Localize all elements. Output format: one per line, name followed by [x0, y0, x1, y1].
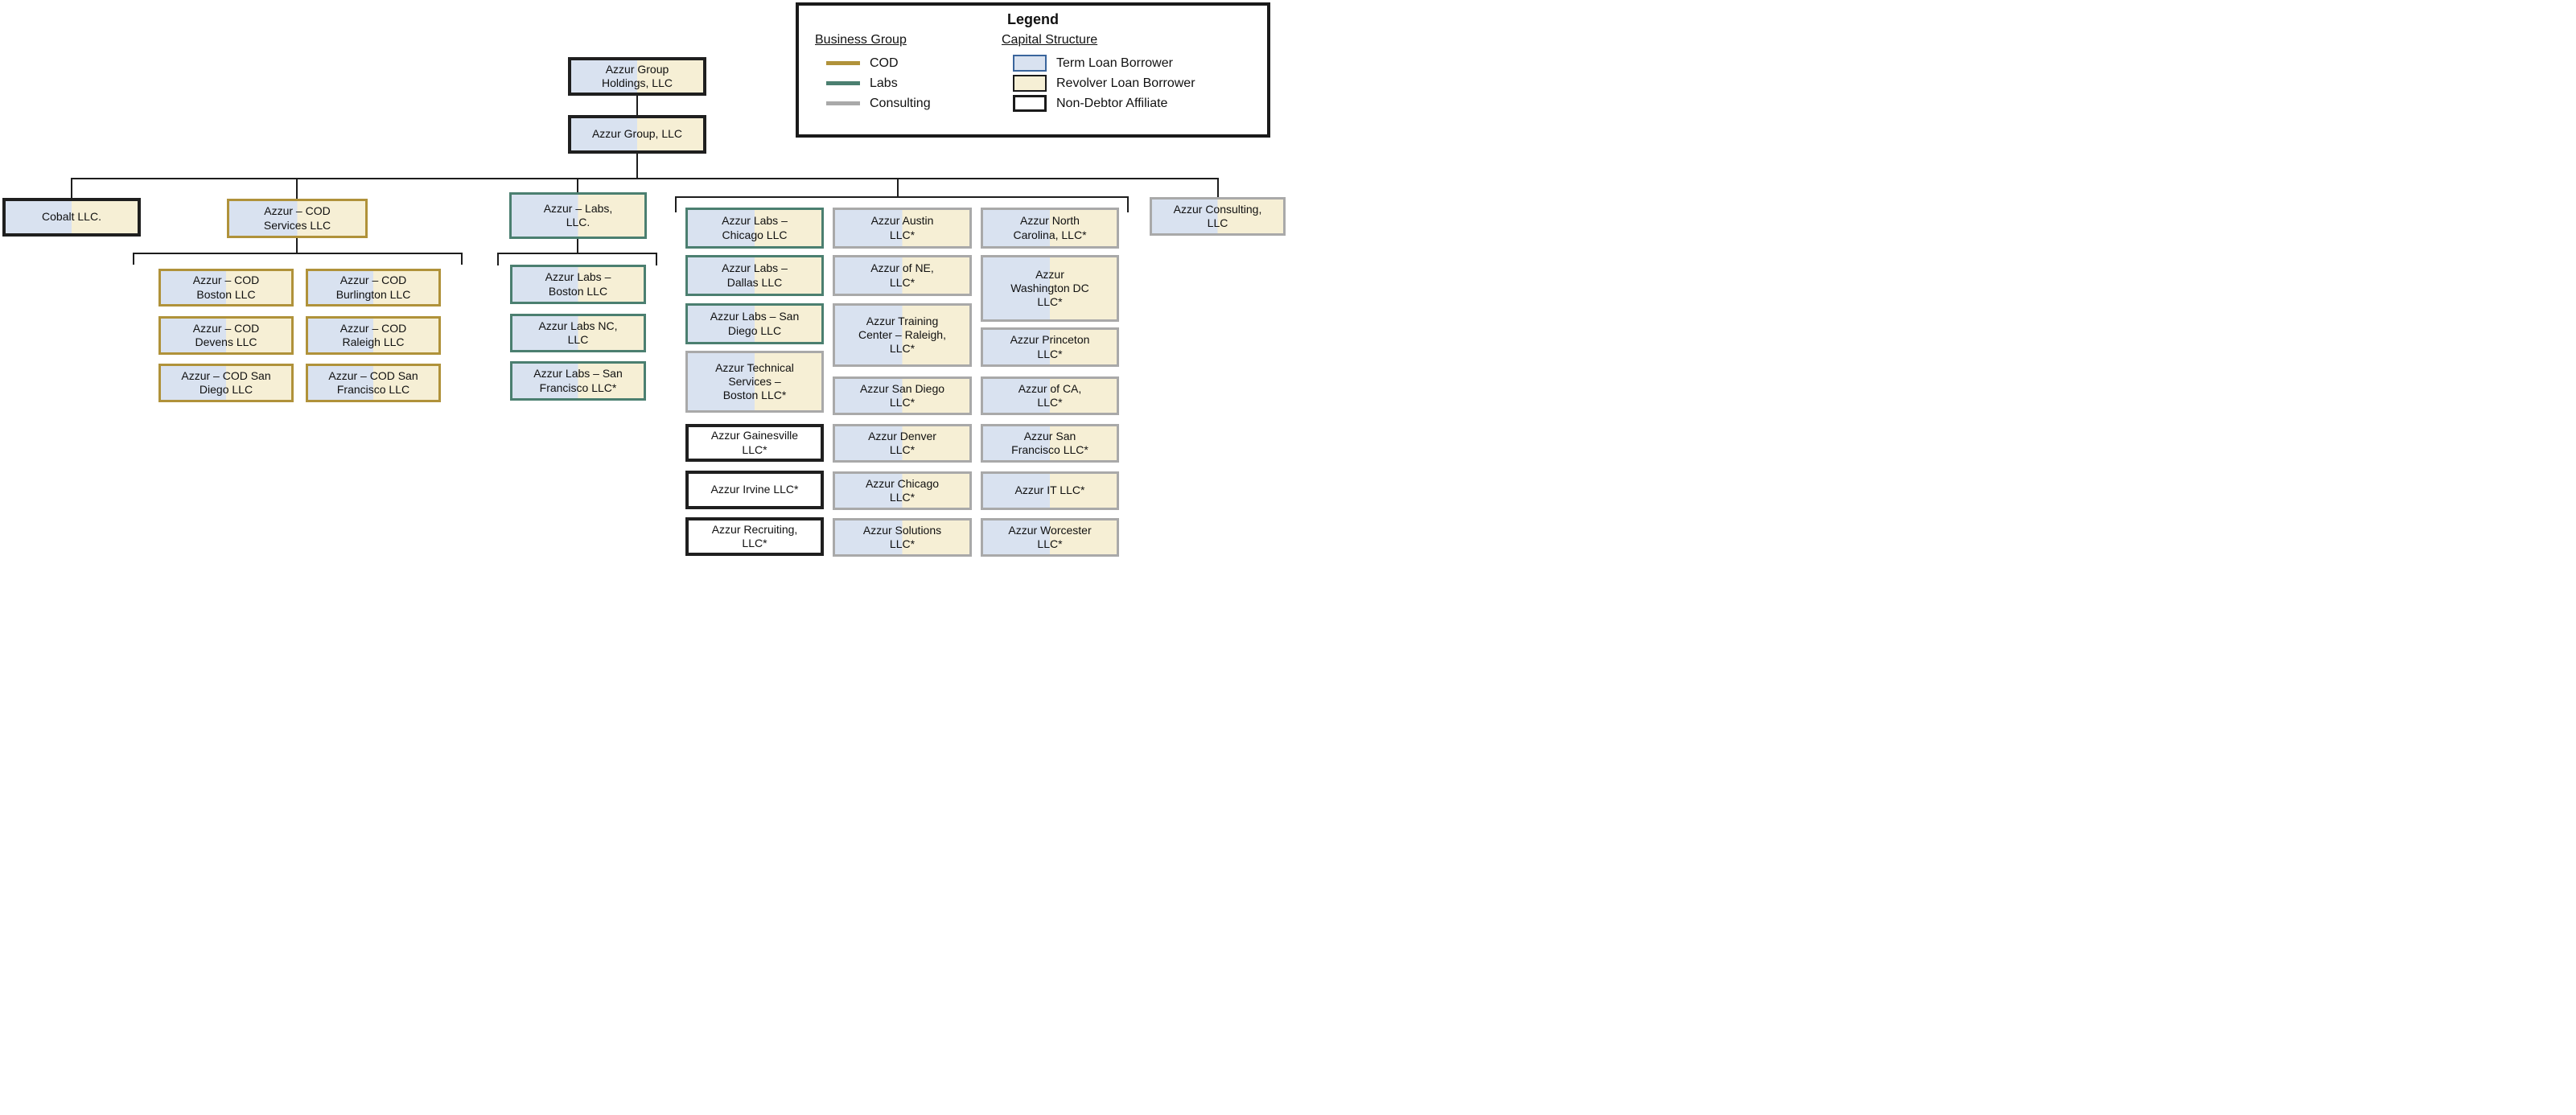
connector-line — [577, 178, 578, 192]
connector-line — [71, 178, 72, 198]
org-node-azzur-consulting: Azzur Consulting, LLC — [1150, 197, 1286, 236]
connector-line — [656, 253, 657, 265]
connector-line — [71, 178, 1219, 179]
org-node-labs-san-francisco: Azzur Labs – San Francisco LLC* — [510, 361, 646, 401]
connector-line — [897, 178, 899, 197]
legend-item-non-debtor: Non-Debtor Affiliate — [1002, 93, 1256, 113]
connector-line — [133, 253, 463, 254]
legend-item-label: Revolver Loan Borrower — [1056, 76, 1195, 90]
org-node-labs-dallas: Azzur Labs – Dallas LLC — [685, 255, 824, 296]
org-node-cod-san-diego: Azzur – COD San Diego LLC — [158, 364, 294, 402]
consulting-line-swatch — [826, 101, 860, 105]
org-node-azzur-group-holdings: Azzur Group Holdings, LLC — [568, 57, 706, 96]
org-node-washington-dc: Azzur Washington DC LLC* — [981, 255, 1119, 322]
org-node-san-francisco: Azzur San Francisco LLC* — [981, 424, 1119, 463]
org-node-labs-san-diego: Azzur Labs – San Diego LLC — [685, 303, 824, 344]
org-node-austin: Azzur Austin LLC* — [833, 208, 972, 249]
connector-line — [296, 238, 298, 253]
connector-line — [461, 253, 463, 265]
revolver-loan-box-swatch — [1013, 75, 1047, 92]
org-node-it: Azzur IT LLC* — [981, 471, 1119, 510]
org-node-labs-boston: Azzur Labs – Boston LLC — [510, 265, 646, 304]
legend-item-label: COD — [870, 56, 899, 70]
legend-capital-structure-heading: Capital Structure — [1002, 33, 1098, 47]
connector-line — [133, 253, 134, 265]
org-node-recruiting: Azzur Recruiting, LLC* — [685, 517, 824, 556]
legend-business-group-heading: Business Group — [815, 33, 907, 47]
org-node-of-ne: Azzur of NE, LLC* — [833, 255, 972, 296]
legend-item-label: Labs — [870, 76, 898, 90]
org-node-san-diego: Azzur San Diego LLC* — [833, 376, 972, 415]
legend-item-term-loan: Term Loan Borrower — [1002, 53, 1256, 73]
org-node-solutions: Azzur Solutions LLC* — [833, 518, 972, 557]
connector-line — [636, 154, 638, 179]
legend: Legend Business Group COD Labs Consultin… — [796, 2, 1270, 138]
legend-item-label: Consulting — [870, 96, 931, 110]
org-node-training-center-raleigh: Azzur Training Center – Raleigh, LLC* — [833, 303, 972, 367]
org-node-cod-boston: Azzur – COD Boston LLC — [158, 269, 294, 307]
org-node-cod-services: Azzur – COD Services LLC — [227, 199, 368, 238]
term-loan-box-swatch — [1013, 55, 1047, 72]
org-node-of-ca: Azzur of CA, LLC* — [981, 376, 1119, 415]
legend-item-labs: Labs — [815, 73, 1002, 93]
connector-line — [675, 196, 1129, 198]
org-node-irvine: Azzur Irvine LLC* — [685, 471, 824, 509]
connector-line — [1217, 178, 1219, 197]
org-node-denver: Azzur Denver LLC* — [833, 424, 972, 463]
org-node-gainesville: Azzur Gainesville LLC* — [685, 424, 824, 462]
legend-item-label: Non-Debtor Affiliate — [1056, 96, 1168, 110]
legend-title: Legend — [1006, 11, 1059, 27]
org-node-princeton: Azzur Princeton LLC* — [981, 327, 1119, 367]
org-node-chicago: Azzur Chicago LLC* — [833, 471, 972, 510]
legend-item-label: Term Loan Borrower — [1056, 56, 1173, 70]
connector-line — [636, 96, 638, 115]
legend-item-revolver-loan: Revolver Loan Borrower — [1002, 73, 1256, 93]
connector-line — [577, 239, 578, 253]
org-node-cod-raleigh: Azzur – COD Raleigh LLC — [306, 316, 441, 355]
org-node-worcester: Azzur Worcester LLC* — [981, 518, 1119, 557]
connector-line — [497, 253, 499, 265]
org-chart-canvas: Azzur Group Holdings, LLC Azzur Group, L… — [0, 0, 1288, 558]
org-node-labs-chicago: Azzur Labs – Chicago LLC — [685, 208, 824, 249]
connector-line — [1127, 196, 1129, 212]
org-node-cod-burlington: Azzur – COD Burlington LLC — [306, 269, 441, 307]
legend-item-cod: COD — [815, 53, 1002, 73]
connector-line — [675, 196, 677, 212]
labs-line-swatch — [826, 81, 860, 85]
legend-item-consulting: Consulting — [815, 93, 1002, 113]
org-node-technical-services-boston: Azzur Technical Services – Boston LLC* — [685, 351, 824, 413]
connector-line — [497, 253, 657, 254]
org-node-cod-san-francisco: Azzur – COD San Francisco LLC — [306, 364, 441, 402]
connector-line — [296, 178, 298, 199]
cod-line-swatch — [826, 61, 860, 65]
org-node-cobalt: Cobalt LLC. — [2, 198, 141, 237]
org-node-cod-devens: Azzur – COD Devens LLC — [158, 316, 294, 355]
non-debtor-box-swatch — [1013, 95, 1047, 112]
org-node-north-carolina: Azzur North Carolina, LLC* — [981, 208, 1119, 249]
org-node-azzur-group: Azzur Group, LLC — [568, 115, 706, 154]
org-node-labs-nc: Azzur Labs NC, LLC — [510, 314, 646, 352]
org-node-labs-parent: Azzur – Labs, LLC. — [509, 192, 647, 239]
